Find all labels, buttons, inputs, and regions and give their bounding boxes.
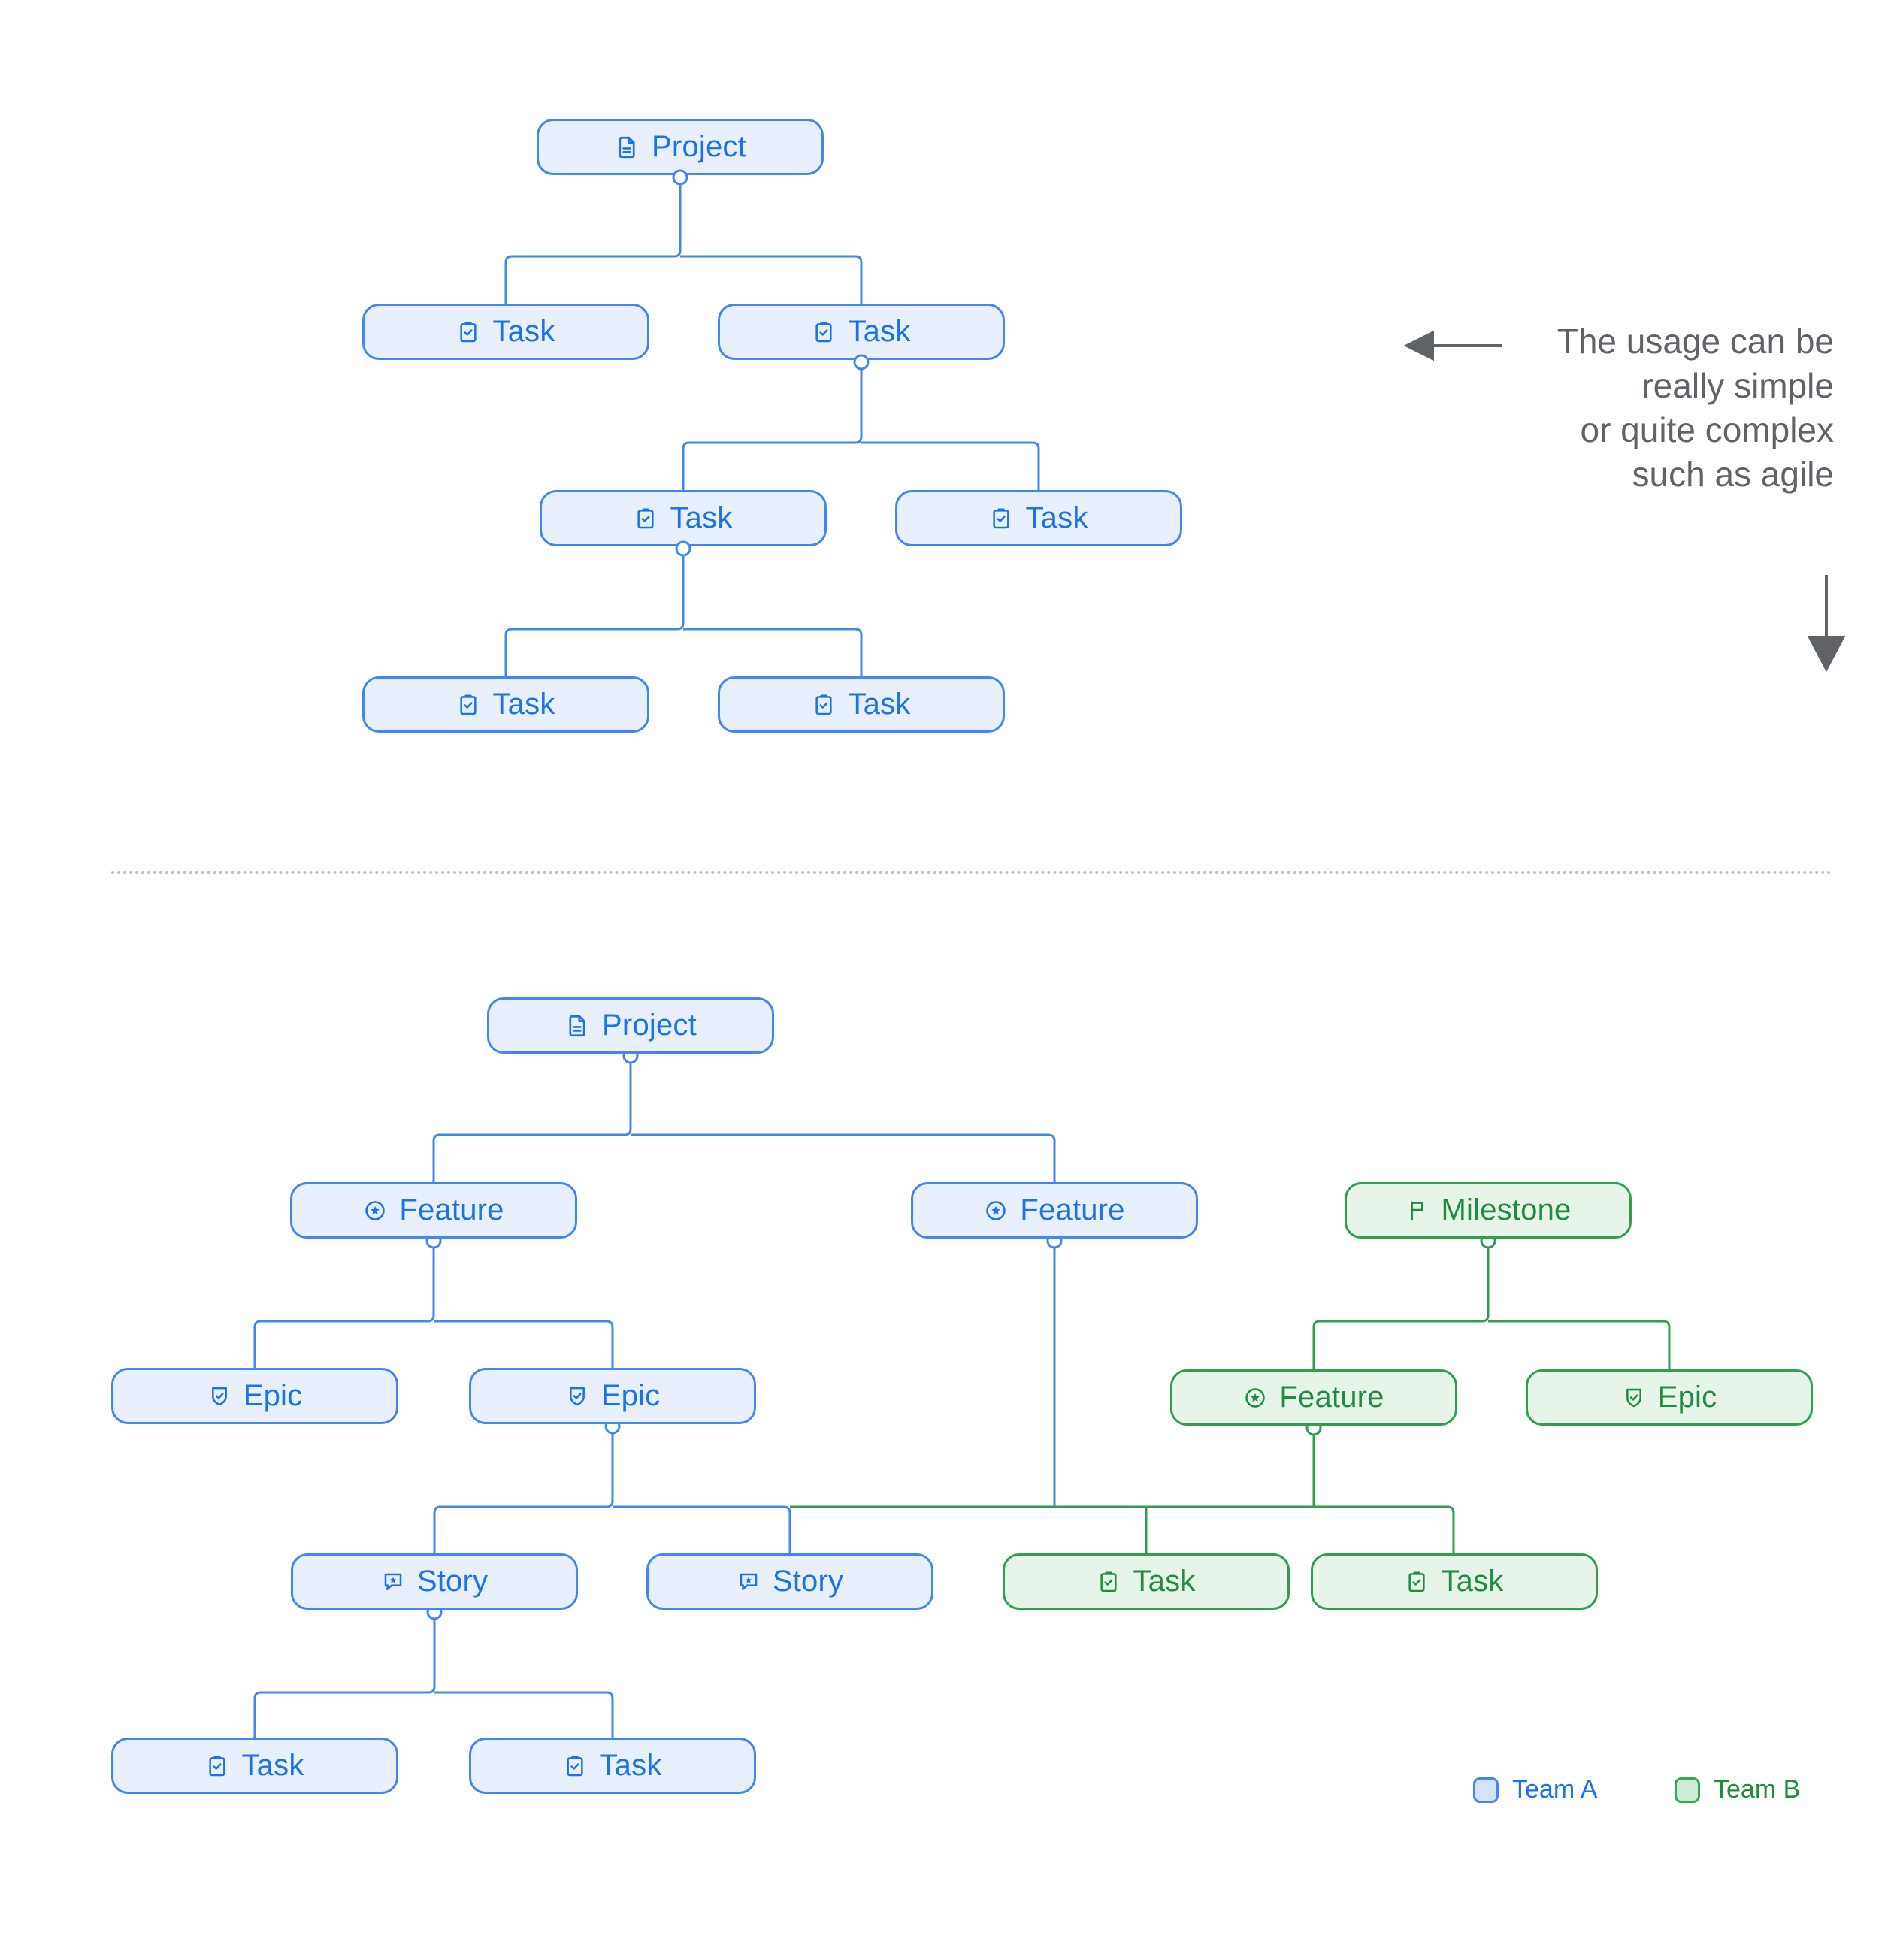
node-label: Epic	[1657, 1381, 1717, 1414]
node-task[interactable]: Task	[1311, 1553, 1598, 1610]
task-icon	[812, 320, 836, 344]
legend-label: Team A	[1512, 1775, 1598, 1804]
node-label: Task	[241, 1749, 304, 1782]
task-icon	[456, 320, 480, 344]
annotation-text: The usage can be really simple or quite …	[1557, 322, 1834, 494]
node-task[interactable]: Task	[1003, 1553, 1290, 1610]
feature-icon	[363, 1199, 387, 1223]
node-epic[interactable]: Epic	[469, 1368, 756, 1424]
milestone-icon	[1405, 1199, 1430, 1223]
section-divider	[111, 871, 1832, 874]
task-icon	[563, 1754, 587, 1778]
legend-swatch-icon	[1675, 1777, 1700, 1803]
node-label: Task	[1133, 1565, 1196, 1598]
node-label: Task	[492, 315, 555, 348]
epic-icon	[565, 1384, 589, 1408]
node-task[interactable]: Task	[718, 676, 1005, 733]
task-icon	[456, 693, 480, 717]
task-icon	[1097, 1570, 1121, 1594]
node-task[interactable]: Task	[111, 1738, 398, 1794]
node-task[interactable]: Task	[362, 676, 649, 733]
node-label: Feature	[399, 1193, 504, 1227]
node-label: Task	[670, 501, 733, 534]
node-label: Story	[772, 1565, 844, 1598]
node-label: Epic	[243, 1379, 303, 1412]
node-label: Task	[492, 688, 555, 721]
node-feature[interactable]: Feature	[1170, 1369, 1457, 1426]
task-icon	[989, 507, 1013, 531]
task-icon	[812, 693, 836, 717]
node-label: Epic	[601, 1379, 661, 1412]
story-icon	[737, 1570, 761, 1594]
node-task[interactable]: Task	[469, 1738, 756, 1794]
node-label: Feature	[1020, 1193, 1125, 1227]
node-milestone[interactable]: Milestone	[1345, 1182, 1632, 1239]
node-feature[interactable]: Feature	[911, 1182, 1198, 1239]
node-story[interactable]: Story	[291, 1553, 578, 1610]
node-label: Task	[848, 688, 911, 721]
node-label: Story	[416, 1565, 489, 1598]
legend-team-b[interactable]: Team B	[1675, 1775, 1800, 1804]
epic-icon	[207, 1384, 231, 1408]
node-label: Milestone	[1441, 1193, 1572, 1227]
node-task[interactable]: Task	[895, 490, 1182, 546]
node-project[interactable]: Project	[537, 119, 824, 175]
task-icon	[634, 507, 658, 531]
node-label: Task	[1441, 1565, 1504, 1598]
epic-icon	[1622, 1386, 1646, 1410]
node-label: Task	[848, 315, 911, 348]
document-icon	[564, 1013, 590, 1039]
node-label: Project	[602, 1009, 697, 1042]
feature-icon	[984, 1199, 1008, 1223]
node-story[interactable]: Story	[646, 1553, 933, 1610]
feature-icon	[1243, 1386, 1267, 1410]
task-icon	[1405, 1570, 1429, 1594]
node-project[interactable]: Project	[487, 997, 774, 1054]
node-epic[interactable]: Epic	[111, 1368, 398, 1424]
document-icon	[614, 135, 640, 160]
legend-label: Team B	[1714, 1775, 1801, 1804]
node-feature[interactable]: Feature	[290, 1182, 577, 1239]
node-task[interactable]: Task	[718, 304, 1005, 360]
node-task[interactable]: Task	[540, 490, 827, 546]
node-task[interactable]: Task	[362, 304, 649, 360]
legend-team-a[interactable]: Team A	[1473, 1775, 1597, 1804]
node-label: Task	[1025, 501, 1088, 534]
legend-swatch-icon	[1473, 1777, 1499, 1803]
node-label: Project	[652, 130, 746, 163]
node-label: Task	[599, 1749, 662, 1782]
node-label: Feature	[1279, 1381, 1384, 1414]
node-epic[interactable]: Epic	[1526, 1369, 1813, 1426]
task-icon	[205, 1754, 229, 1778]
story-icon	[381, 1570, 405, 1594]
